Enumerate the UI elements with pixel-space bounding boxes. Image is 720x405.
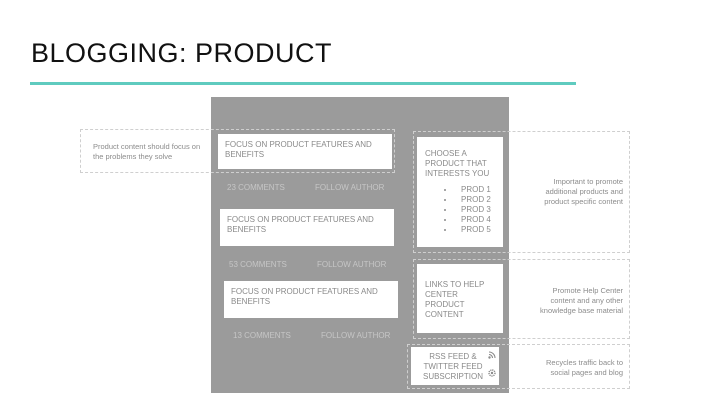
product-link[interactable]: PROD 3 xyxy=(455,205,495,215)
title-underline xyxy=(30,82,576,85)
post-title: FOCUS ON PRODUCT FEATURES AND BENEFITS xyxy=(231,287,378,306)
rss-icon[interactable] xyxy=(488,351,496,359)
help-center-title: LINKS TO HELP CENTER PRODUCT CONTENT xyxy=(425,280,485,319)
post-comments[interactable]: 53 COMMENTS xyxy=(229,260,287,269)
post-title-card[interactable]: FOCUS ON PRODUCT FEATURES AND BENEFITS xyxy=(218,134,392,169)
post-title-card[interactable]: FOCUS ON PRODUCT FEATURES AND BENEFITS xyxy=(220,209,394,246)
help-annotation-text: Promote Help Center content and any othe… xyxy=(540,286,623,315)
feed-subscription-widget[interactable]: RSS FEED & TWITTER FEED SUBSCRIPTION xyxy=(411,347,499,385)
left-annotation-box xyxy=(80,129,395,173)
choose-product-widget: CHOOSE A PRODUCT THAT INTERESTS YOU PROD… xyxy=(417,137,503,247)
post-comments[interactable]: 23 COMMENTS xyxy=(227,183,285,192)
product-link[interactable]: PROD 1 xyxy=(455,185,495,195)
product-link[interactable]: PROD 5 xyxy=(455,225,495,235)
products-annotation-box xyxy=(413,131,630,253)
post-follow-author[interactable]: FOLLOW AUTHOR xyxy=(321,331,391,340)
products-annotation-text: Important to promote additional products… xyxy=(544,177,623,206)
gear-icon[interactable] xyxy=(488,369,496,377)
post-comments[interactable]: 13 COMMENTS xyxy=(233,331,291,340)
product-link[interactable]: PROD 4 xyxy=(455,215,495,225)
feed-annotation-text: Recycles traffic back to social pages an… xyxy=(546,358,623,377)
feed-subscription-title: RSS FEED & TWITTER FEED SUBSCRIPTION xyxy=(422,352,483,381)
post-title: FOCUS ON PRODUCT FEATURES AND BENEFITS xyxy=(225,140,372,159)
choose-product-title: CHOOSE A PRODUCT THAT INTERESTS YOU xyxy=(425,149,490,178)
post-title: FOCUS ON PRODUCT FEATURES AND BENEFITS xyxy=(227,215,374,234)
slide-title: BLOGGING: PRODUCT xyxy=(31,38,333,68)
help-annotation-box xyxy=(413,259,630,339)
feed-annotation-box xyxy=(407,344,630,389)
post-follow-author[interactable]: FOLLOW AUTHOR xyxy=(315,183,385,192)
product-link[interactable]: PROD 2 xyxy=(455,195,495,205)
product-list: PROD 1 PROD 2 PROD 3 PROD 4 PROD 5 xyxy=(425,185,495,235)
post-follow-author[interactable]: FOLLOW AUTHOR xyxy=(317,260,387,269)
post-title-card[interactable]: FOCUS ON PRODUCT FEATURES AND BENEFITS xyxy=(224,281,398,318)
help-center-widget[interactable]: LINKS TO HELP CENTER PRODUCT CONTENT xyxy=(417,264,503,333)
left-annotation-text: Product content should focus on the prob… xyxy=(93,142,201,161)
